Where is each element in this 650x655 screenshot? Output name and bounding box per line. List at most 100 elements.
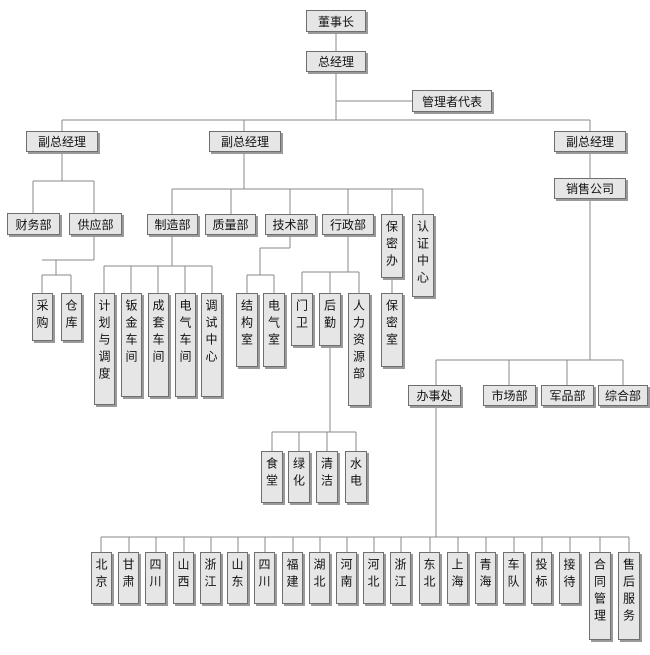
cleaning-label: 清洁 [319, 457, 334, 491]
vp-right-label: 副总经理 [565, 135, 614, 149]
office-branch: 甘肃 [118, 552, 139, 604]
quality-box: 质量部 [205, 214, 256, 235]
office-branch-label: 福建 [285, 558, 299, 592]
commissioning-box: 调试中心 [201, 293, 222, 397]
office-branch-label: 四川 [148, 558, 162, 592]
office-branch: 浙江 [390, 552, 411, 604]
utilities-box: 水电 [345, 451, 367, 503]
office-branch-label: 上海 [450, 558, 464, 592]
market-label: 市场部 [491, 389, 528, 403]
supply-box: 供应部 [69, 213, 122, 235]
office-branch: 四川 [145, 552, 166, 604]
market-box: 市场部 [483, 385, 536, 406]
warehouse-label: 仓库 [64, 299, 78, 333]
greening-box: 绿化 [288, 451, 310, 503]
office-branch-label: 车队 [506, 558, 520, 592]
sheet-metal-label: 钣金车间 [124, 299, 138, 367]
military-label: 军品部 [549, 389, 586, 403]
office-label: 办事处 [416, 389, 453, 403]
general-manager-label: 总经理 [317, 55, 354, 69]
office-branch-label: 山西 [176, 558, 190, 592]
hr-box: 人力资源部 [348, 293, 370, 406]
office-branch-label: 河南 [339, 558, 353, 592]
manufacturing-box: 制造部 [147, 214, 198, 235]
purchasing-box: 采购 [32, 293, 53, 341]
logistics-label: 后勤 [322, 299, 337, 333]
office-branch: 河南 [336, 552, 357, 604]
management-representative-box: 管理者代表 [412, 90, 492, 112]
planning-box: 计划与调度 [94, 293, 115, 405]
management-representative-label: 管理者代表 [421, 94, 482, 109]
electrical-workshop-label: 电气车间 [178, 299, 192, 367]
administration-label: 行政部 [329, 218, 366, 232]
warehouse-box: 仓库 [61, 293, 82, 341]
office-branch: 上海 [447, 552, 468, 604]
vp-left-box: 副总经理 [26, 131, 98, 152]
supply-label: 供应部 [77, 217, 114, 232]
office-branch: 河北 [363, 552, 384, 604]
finance-box: 财务部 [7, 213, 60, 235]
logistics-box: 后勤 [319, 293, 341, 346]
canteen-label: 食堂 [264, 457, 279, 491]
office-branch-label: 接待 [562, 558, 576, 592]
office-branch-label: 售后服务 [621, 558, 636, 626]
chairman-label: 董事长 [317, 14, 354, 29]
vp-middle-box: 副总经理 [209, 131, 281, 152]
security-office-box: 保密办 [381, 214, 403, 278]
finance-label: 财务部 [15, 217, 52, 232]
assembly-label: 成套车间 [151, 299, 165, 367]
manufacturing-label: 制造部 [154, 218, 191, 232]
office-branch-label: 四川 [257, 558, 271, 592]
electrical-room-label: 电气室 [266, 299, 281, 350]
electrical-room-box: 电气室 [263, 293, 285, 367]
office-branch: 湖北 [309, 552, 330, 604]
office-branch-label: 合同管理 [592, 558, 607, 626]
secrecy-room-label: 保密室 [384, 299, 399, 350]
office-branch-label: 青海 [478, 558, 492, 592]
office-branch-label: 浙江 [203, 558, 217, 592]
canteen-box: 食堂 [261, 451, 283, 503]
structure-room-label: 结构室 [239, 299, 254, 350]
office-branch-label: 甘肃 [121, 558, 135, 592]
assembly-box: 成套车间 [148, 293, 169, 397]
office-branch-label: 东北 [422, 558, 436, 592]
office-branch: 山西 [173, 552, 194, 604]
certification-center-label: 认证中心 [415, 220, 430, 288]
secrecy-room-box: 保密室 [381, 293, 403, 367]
office-branch: 合同管理 [589, 552, 611, 640]
office-branch: 售后服务 [618, 552, 640, 640]
office-branch: 北京 [91, 552, 112, 604]
sheet-metal-box: 钣金车间 [121, 293, 142, 397]
office-branch: 青海 [475, 552, 496, 604]
military-box: 军品部 [541, 385, 594, 406]
hr-label: 人力资源部 [351, 299, 366, 384]
office-branch-label: 河北 [366, 558, 380, 592]
office-box: 办事处 [408, 385, 461, 406]
certification-center-box: 认证中心 [412, 214, 434, 297]
vp-right-box: 副总经理 [554, 131, 626, 152]
chairman-box: 董事长 [306, 10, 366, 32]
vp-left-label: 副总经理 [37, 135, 86, 149]
office-branch: 东北 [419, 552, 440, 604]
electrical-workshop-box: 电气车间 [175, 293, 196, 397]
office-branch-label: 湖北 [312, 558, 326, 592]
general-manager-box: 总经理 [306, 51, 366, 72]
guard-box: 门卫 [291, 293, 313, 346]
office-branch: 山东 [227, 552, 248, 604]
office-branch-label: 浙江 [393, 558, 407, 592]
structure-room-box: 结构室 [236, 293, 258, 367]
office-branch: 接待 [559, 552, 580, 604]
technology-box: 技术部 [265, 214, 316, 235]
office-branch-label: 投标 [534, 558, 548, 592]
office-branch: 车队 [503, 552, 524, 604]
planning-label: 计划与调度 [97, 299, 111, 384]
vp-middle-label: 副总经理 [220, 135, 269, 149]
office-branch-label: 北京 [94, 558, 108, 592]
general-affairs-box: 综合部 [598, 385, 648, 406]
security-office-label: 保密办 [384, 220, 399, 271]
quality-label: 质量部 [212, 218, 249, 232]
office-branch-label: 山东 [230, 558, 244, 592]
administration-box: 行政部 [322, 214, 374, 235]
